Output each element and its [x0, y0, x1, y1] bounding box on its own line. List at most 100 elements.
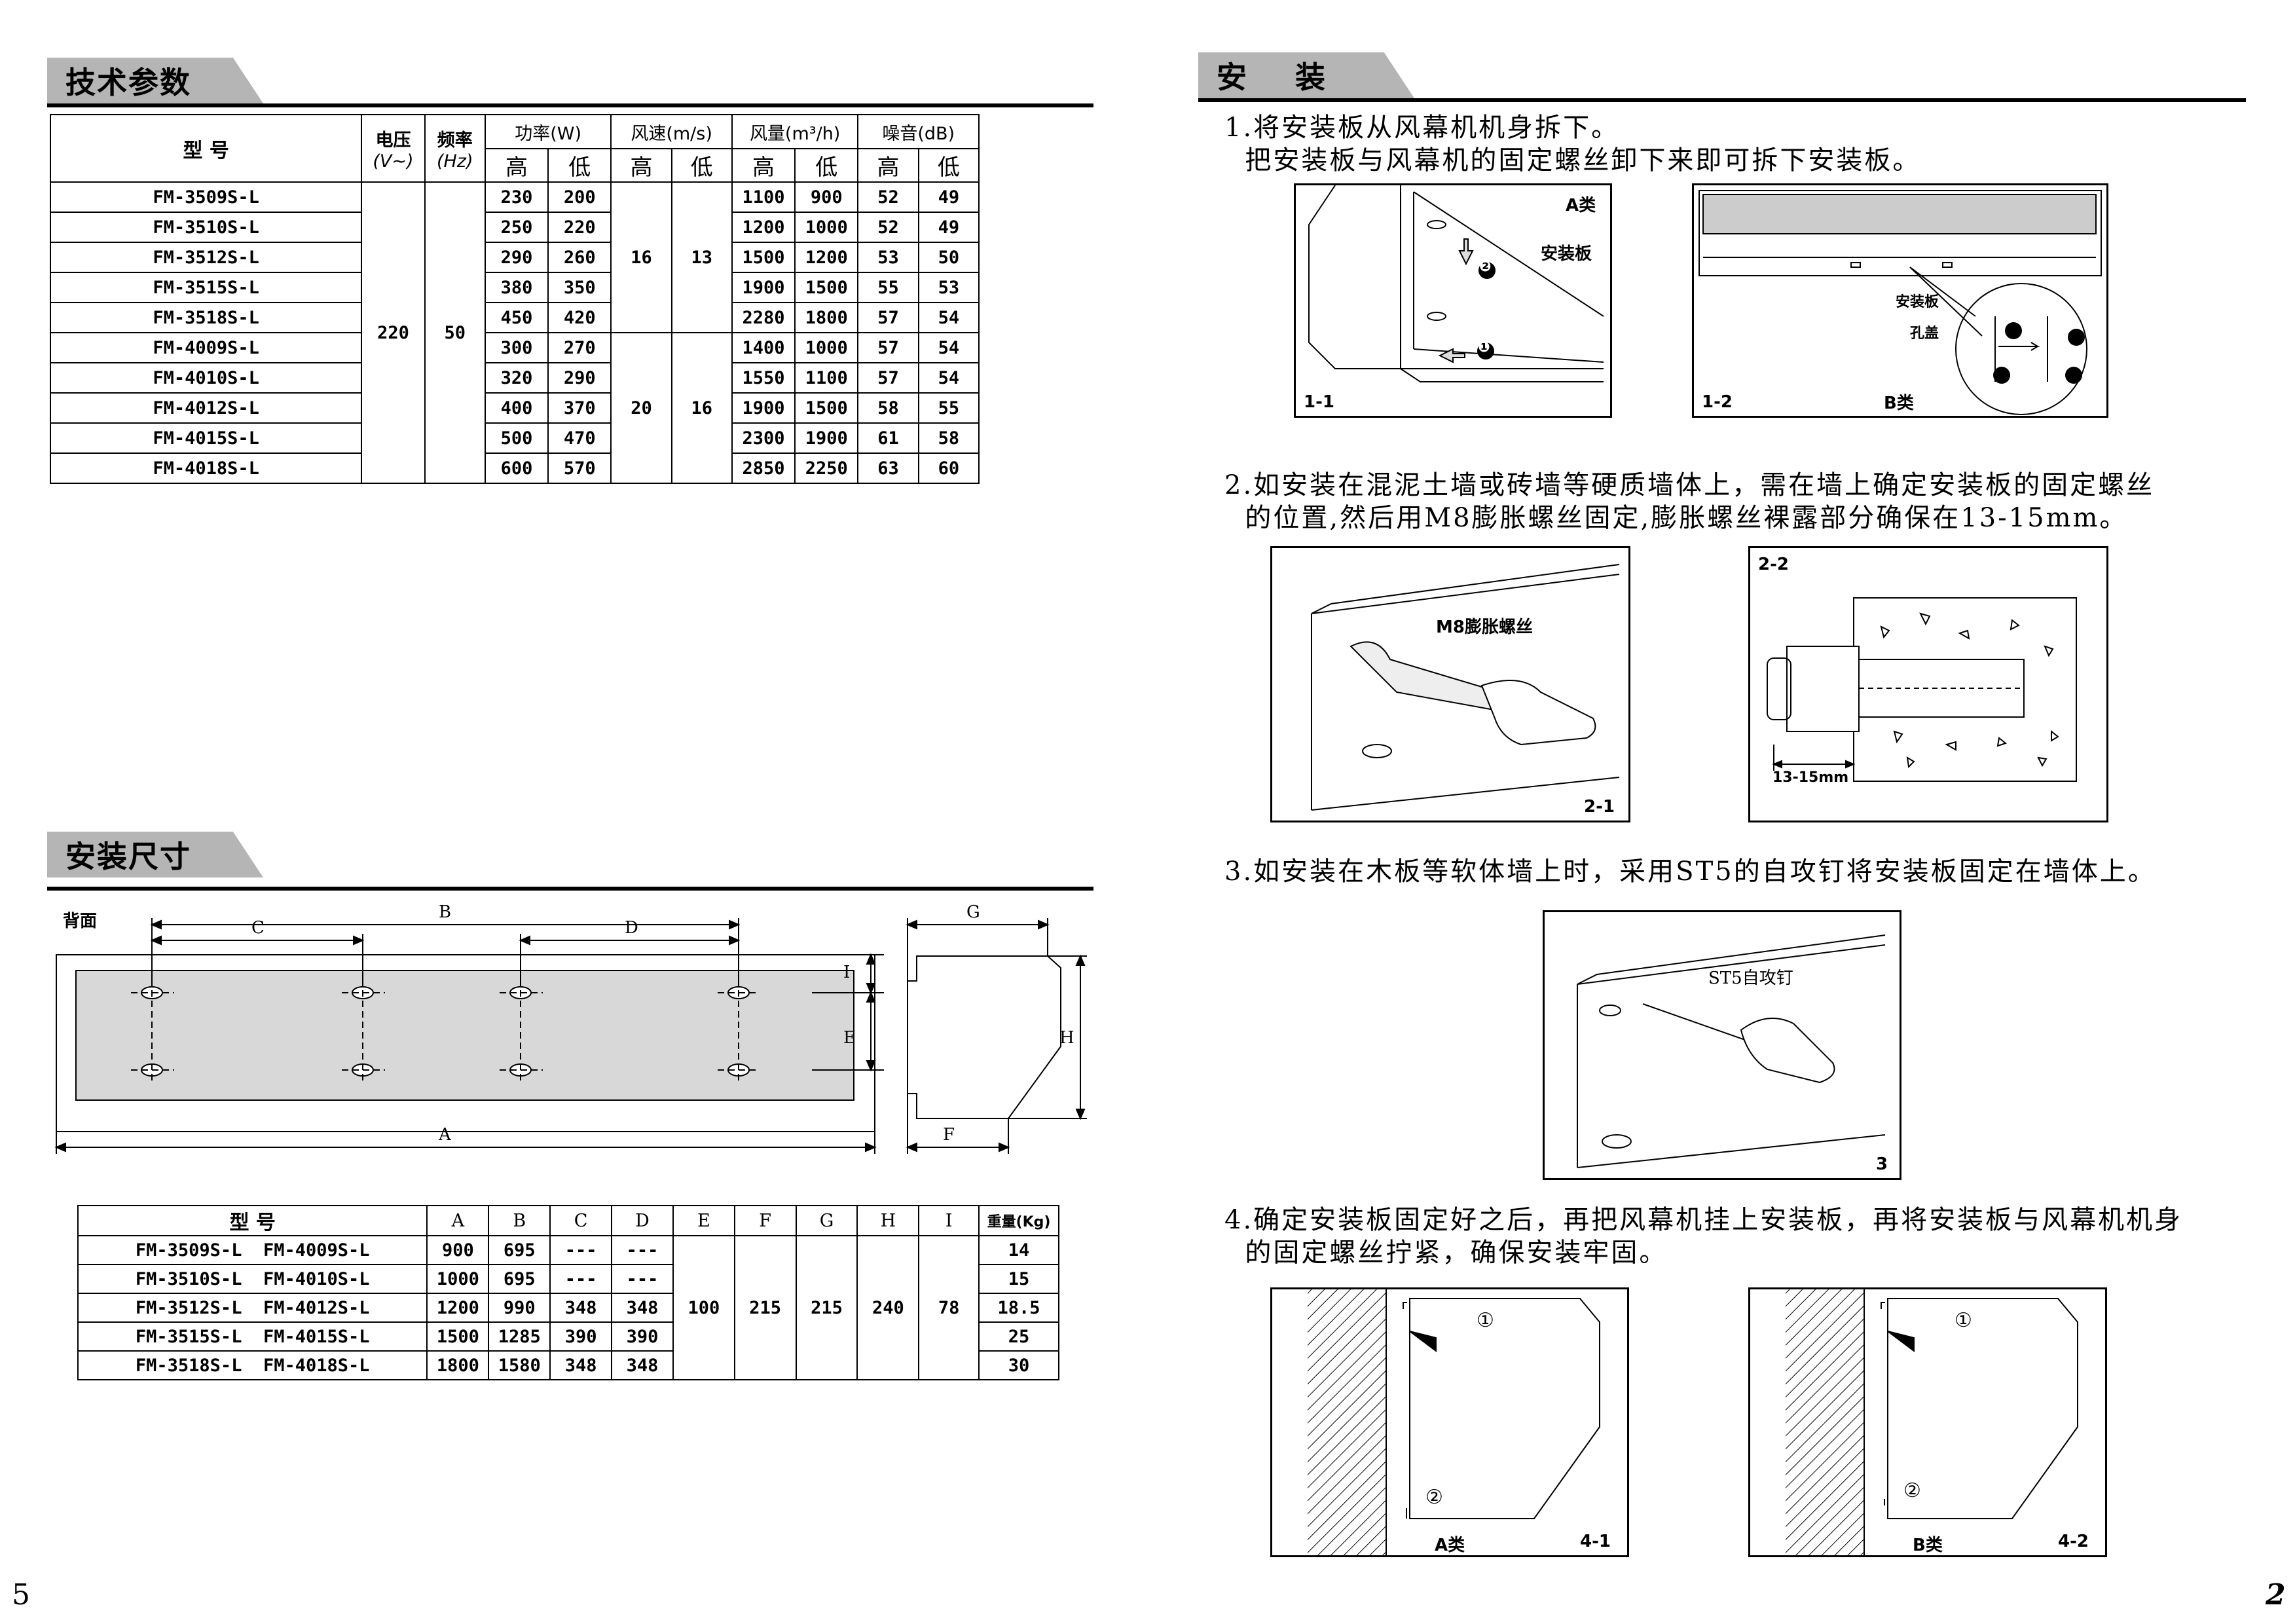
spec-header-flow: 风量(m³/h): [731, 114, 859, 149]
flow-high-cell: 2300: [731, 422, 796, 454]
dim-header-d: D: [611, 1205, 674, 1236]
noise-high: 高: [857, 148, 919, 183]
fig-4-1-marker-2: ②: [1425, 1486, 1443, 1509]
flow-low-cell: 1900: [794, 422, 859, 454]
fig-4-1-marker-1: ①: [1477, 1309, 1494, 1332]
dim-label-e: E: [843, 1028, 856, 1048]
side-view-profile: [907, 955, 1061, 1119]
dim-section-header: 安装尺寸: [47, 832, 263, 877]
power-low-cell: 370: [547, 392, 612, 424]
fig-4-1-type: A类: [1435, 1536, 1465, 1555]
dim-c-cell: 348: [549, 1350, 613, 1380]
noise-high-cell: 63: [857, 452, 919, 484]
dim-header-i: I: [918, 1205, 980, 1236]
figure-4-1: ① ② A类 4-1: [1270, 1287, 1629, 1557]
dim-model-cell: FM-3518S-L FM-4018S-L: [77, 1350, 428, 1380]
dim-c-cell: 348: [549, 1293, 613, 1323]
figure-1-2: 安装板 孔盖 B类 1-2: [1692, 183, 2108, 418]
dim-label-c: C: [251, 918, 265, 938]
fig-1-2-type: B类: [1884, 394, 1914, 413]
model-cell: FM-3512S-L: [49, 242, 363, 273]
fig-3-screw-label: ST5自攻钉: [1708, 969, 1793, 988]
voltage-label: 电压: [375, 130, 411, 151]
dim-h-cell: 240: [856, 1235, 920, 1380]
flow-low-cell: 1800: [794, 302, 859, 333]
fig-2-1-tag: 2-1: [1584, 797, 1615, 817]
power-low-cell: 200: [547, 181, 612, 213]
speed-low: 低: [670, 148, 733, 183]
model-cell: FM-4015S-L: [49, 422, 363, 454]
spec-header-model: 型 号: [49, 114, 363, 183]
power-low: 低: [547, 148, 612, 183]
power-high-cell: 250: [484, 212, 549, 243]
dimension-drawing: [54, 918, 1087, 1154]
frequency-unit: (Hz): [436, 151, 473, 172]
left-page-number: 5: [12, 1578, 30, 1612]
figure-1-1: ❷ ❶ A类 安装板 1-1: [1294, 183, 1612, 418]
spec-divider: [47, 103, 1093, 107]
dim-header-h: H: [856, 1205, 920, 1236]
figure-2-1: M8膨胀螺丝 2-1: [1270, 546, 1630, 822]
fig-4-2-marker-1: ①: [1955, 1309, 1972, 1332]
install-divider: [1198, 98, 2246, 102]
noise-low-cell: 60: [917, 452, 980, 484]
back-panel-outline: [56, 954, 875, 1132]
noise-high-cell: 53: [857, 242, 919, 273]
install-section-title: 安 装: [1198, 52, 1414, 98]
dim-label-b: B: [439, 902, 452, 922]
noise-low-cell: 53: [917, 272, 980, 303]
fig-2-1-drawing: [1311, 564, 1620, 811]
step-3-text: 3.如安装在木板等软体墙上时，采用ST5的自攻钉将安装板固定在墙体上。: [1224, 857, 2156, 887]
dim-c-cell: 390: [549, 1321, 613, 1352]
dim-weight-cell: 14: [978, 1235, 1059, 1265]
dim-header-g: G: [795, 1205, 858, 1236]
power-low-cell: 470: [547, 422, 612, 454]
power-high: 高: [484, 148, 549, 183]
dim-d-cell: ---: [611, 1264, 674, 1294]
model-cell: FM-3518S-L: [49, 302, 363, 333]
flow-low-cell: 1000: [794, 332, 859, 363]
dim-a-cell: 1200: [426, 1293, 490, 1323]
dim-header-a: A: [426, 1205, 490, 1236]
dim-weight-cell: 18.5: [978, 1293, 1059, 1323]
noise-high-cell: 55: [857, 272, 919, 303]
noise-low-cell: 55: [917, 392, 980, 424]
noise-low-cell: 58: [917, 422, 980, 454]
noise-high-cell: 52: [857, 212, 919, 243]
dim-a-cell: 1800: [426, 1350, 490, 1380]
dim-d-cell: 348: [611, 1293, 674, 1323]
back-view-label: 背面: [63, 912, 98, 931]
model-cell: FM-4009S-L: [49, 332, 363, 363]
noise-high-cell: 57: [857, 302, 919, 333]
power-high-cell: 400: [484, 392, 549, 424]
flow-high-cell: 1100: [731, 181, 796, 213]
frequency-label: 频率: [437, 130, 473, 151]
noise-low-cell: 50: [917, 242, 980, 273]
dim-g-cell: 215: [795, 1235, 858, 1380]
model-cell: FM-4018S-L: [49, 452, 363, 484]
spec-section-header: 技术参数: [47, 58, 263, 103]
dim-d-cell: 390: [611, 1321, 674, 1352]
flow-low-cell: 900: [794, 181, 859, 213]
power-low-cell: 270: [547, 332, 612, 363]
flow-high-cell: 1900: [731, 272, 796, 303]
speed-high-cell: 20: [610, 332, 672, 484]
spec-table: 型 号 电压 (V~) 频率 (Hz) 功率(W) 风速(m/s) 风量(m³/…: [49, 114, 980, 484]
dim-divider: [47, 887, 1093, 891]
noise-high-cell: 57: [857, 332, 919, 363]
noise-low-cell: 54: [917, 362, 980, 394]
noise-high-cell: 58: [857, 392, 919, 424]
dim-weight-cell: 30: [978, 1350, 1059, 1380]
dim-c-cell: ---: [549, 1235, 613, 1265]
dim-label-i: I: [843, 963, 851, 982]
speed-high: 高: [610, 148, 672, 183]
fig-4-2-drawing: [1786, 1289, 2078, 1555]
fig-1-2-plate-label: 安装板: [1896, 294, 1939, 310]
